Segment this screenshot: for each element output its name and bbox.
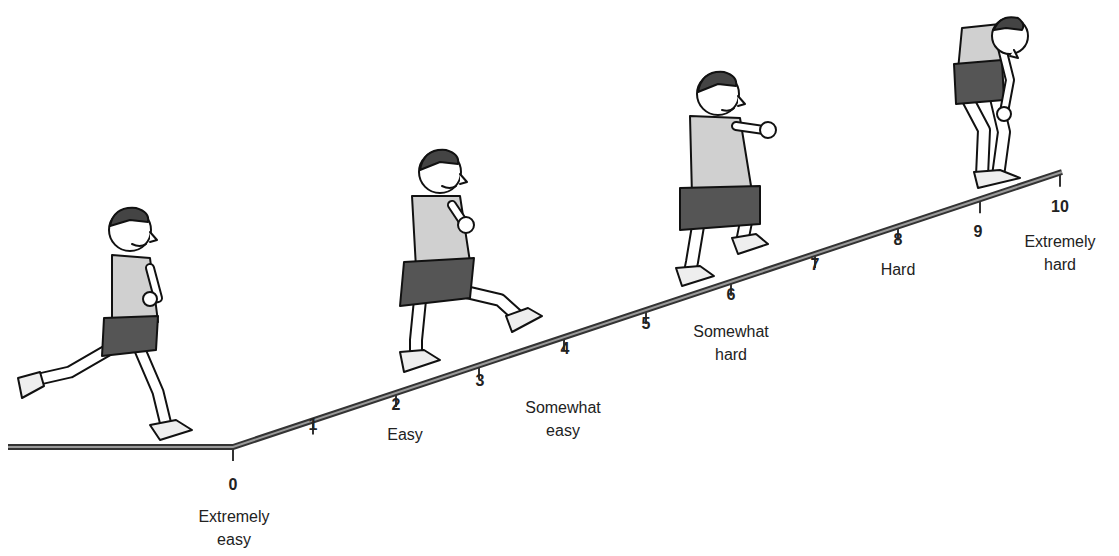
scale-number: 3 — [476, 369, 485, 392]
scale-number: 2 — [392, 393, 401, 416]
tick-mark — [979, 201, 981, 213]
walker-figure — [400, 150, 542, 372]
ground-line — [8, 172, 1062, 447]
scale-ramp — [8, 172, 1062, 461]
runner-figure — [18, 208, 192, 440]
scale-number: 7 — [811, 253, 820, 276]
scale-descriptor: Somewhat hard — [681, 320, 781, 366]
ground-line — [8, 172, 1062, 447]
scale-descriptor: Easy — [387, 423, 423, 446]
scale-number: 10 — [1051, 195, 1069, 218]
scale-number: 6 — [727, 283, 736, 306]
scale-descriptor: Extremely hard — [1010, 230, 1110, 276]
scale-descriptor: Extremely easy — [189, 505, 279, 551]
scale-descriptor: Somewhat easy — [513, 396, 613, 442]
scale-number: 1 — [309, 413, 318, 436]
tick-mark — [1059, 175, 1061, 187]
scale-number: 4 — [561, 337, 570, 360]
scale-number: 8 — [894, 228, 903, 251]
scale-number: 0 — [229, 473, 238, 496]
scale-number: 9 — [974, 220, 983, 243]
scale-descriptor: Hard — [881, 258, 916, 281]
exhausted-figure — [954, 17, 1028, 188]
scale-number: 5 — [642, 312, 651, 335]
climber-figure — [676, 72, 776, 286]
tick-mark — [232, 449, 234, 461]
